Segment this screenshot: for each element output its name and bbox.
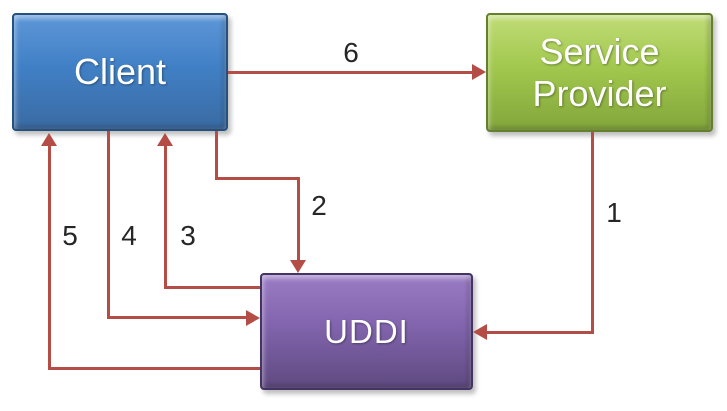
edge-4-label: 4	[121, 220, 137, 251]
edge-2-line	[215, 177, 300, 180]
node-client: Client	[12, 13, 228, 131]
edge-2-arrowhead-down-icon	[290, 260, 306, 273]
edge-6-line	[228, 71, 474, 74]
edge-4-arrowhead-right-icon	[246, 310, 260, 326]
edge-1-line	[591, 132, 594, 333]
edge-6-label: 6	[343, 37, 359, 68]
edge-1-label: 1	[606, 197, 622, 228]
node-uddi-label: UDDI	[324, 312, 409, 350]
edge-2-line	[215, 131, 218, 180]
edge-3-label: 3	[180, 220, 196, 251]
edge-2-line	[297, 177, 300, 261]
edge-5-label: 5	[62, 220, 78, 251]
edge-6-arrowhead-right-icon	[472, 64, 486, 80]
edge-1-line	[486, 331, 594, 334]
node-uddi: UDDI	[260, 273, 473, 390]
edge-4-line	[107, 316, 247, 319]
edge-3-line	[164, 145, 167, 289]
edge-5-line	[48, 367, 260, 370]
node-service-provider-label: Service Provider	[532, 30, 667, 114]
node-client-label: Client	[73, 51, 167, 92]
edge-4-line	[107, 131, 110, 319]
edge-5-arrowhead-up-icon	[41, 133, 57, 146]
edge-1-arrowhead-left-icon	[473, 324, 487, 340]
edge-5-line	[48, 145, 51, 370]
edge-2-label: 2	[311, 190, 327, 221]
edge-3-line	[164, 286, 260, 289]
node-service-provider: Service Provider	[486, 13, 713, 132]
edge-3-arrowhead-up-icon	[157, 133, 173, 146]
